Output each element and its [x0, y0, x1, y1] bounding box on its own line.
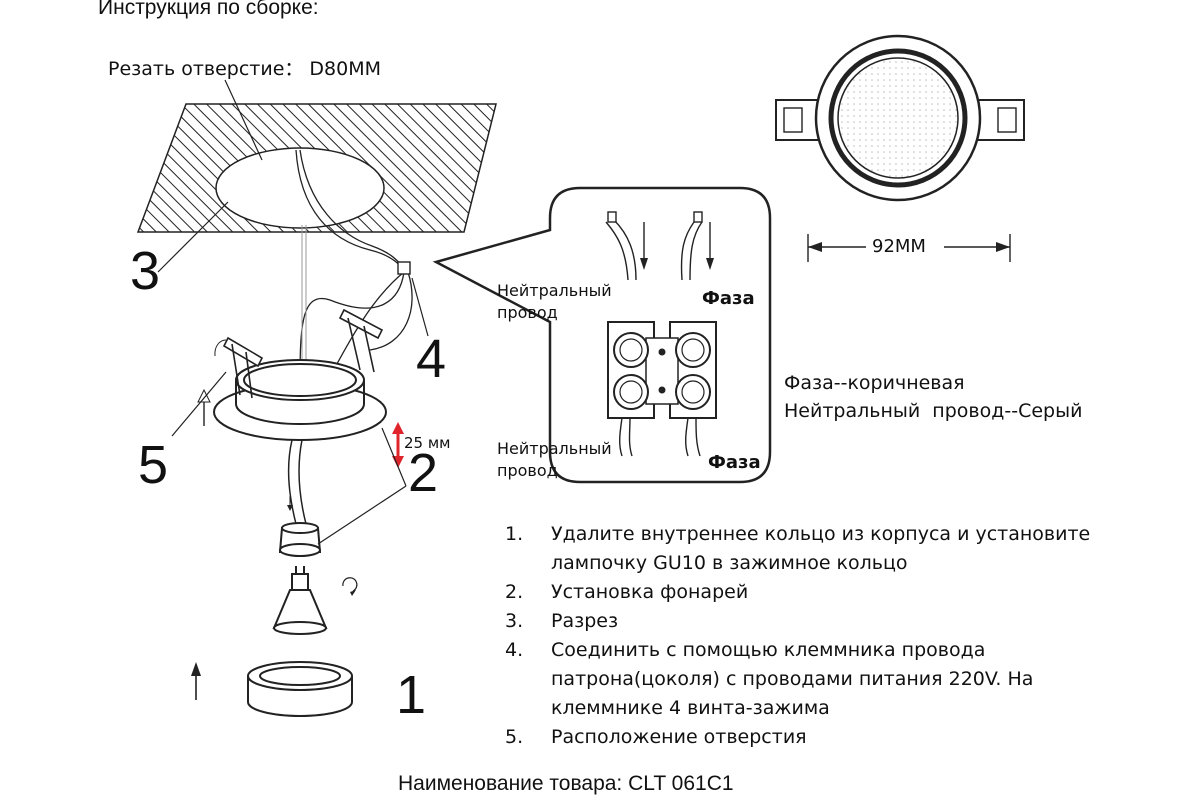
lamp-cable — [287, 439, 307, 525]
wire-ends — [605, 211, 711, 281]
callout-1: 1 — [396, 665, 427, 725]
phase-label-top: Фаза — [702, 288, 755, 309]
spring-clips — [222, 308, 384, 399]
callout-5: 5 — [138, 435, 169, 495]
gu10-bulb — [272, 566, 328, 635]
gu10-socket — [278, 522, 322, 557]
lamp-wires — [619, 417, 701, 457]
step-item: 2.Установка фонарей — [505, 581, 749, 603]
cut-hole-label: Резать отверстие： D80MM — [108, 58, 382, 80]
step-item: 5.Расположение отверстия — [505, 726, 807, 748]
neutral-label-top: Нейтральный провод — [497, 281, 612, 322]
callout-4: 4 — [416, 329, 447, 389]
inner-ring — [247, 661, 353, 717]
height-label: 25 мм — [404, 434, 451, 452]
neutral-label-bottom: Нейтральный провод — [497, 439, 612, 480]
ceiling-hole — [215, 147, 385, 229]
callout-2: 2 — [408, 443, 439, 503]
instruction-steps: 1.Удалите внутреннее кольцо из корпуса и… — [505, 520, 1145, 752]
callout-leaders — [157, 201, 429, 545]
height-arrow — [392, 422, 404, 468]
callout-3: 3 — [130, 241, 161, 301]
instruction-header: Инструкция по сборке: — [98, 0, 319, 19]
step-item: 3.Разрез — [505, 610, 619, 632]
mounting-ring — [213, 359, 387, 441]
terminal-block — [397, 261, 411, 275]
ceiling-slab — [136, 79, 497, 233]
diameter-dimension — [807, 234, 1011, 262]
neutral-color-note: Нейтральный провод--Серый — [784, 400, 1083, 422]
phase-color-note: Фаза--коричневая — [784, 372, 965, 394]
diameter-label: 92MM — [870, 236, 928, 257]
fixture-top-view — [775, 34, 1025, 202]
step-item: 1.Удалите внутреннее кольцо из корпуса и… — [505, 523, 1091, 574]
product-name: Наименование товара: CLT 061C1 — [398, 772, 734, 795]
terminal-connector — [607, 321, 717, 419]
phase-label-bottom: Фаза — [708, 452, 761, 473]
